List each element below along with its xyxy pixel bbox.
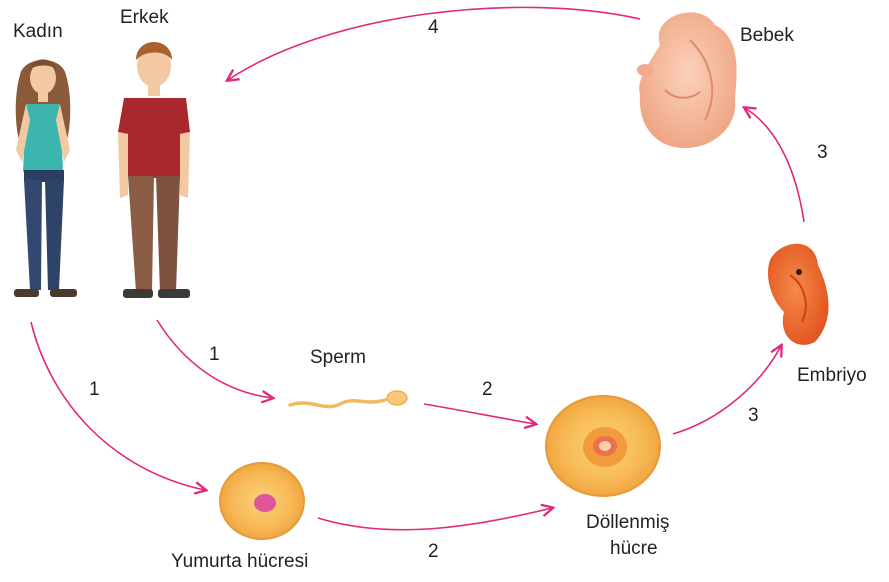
egg-cell-image <box>220 463 304 539</box>
step-number-3-upper: 3 <box>817 142 828 164</box>
label-man: Erkek <box>120 7 169 29</box>
label-egg-cell: Yumurta hücresi <box>171 551 308 573</box>
step-number-1-woman: 1 <box>89 379 100 401</box>
baby-image <box>637 12 737 148</box>
label-fertilized-line2: hücre <box>610 538 658 560</box>
arrow-fertilized-to-embryo <box>673 346 781 434</box>
sperm-image <box>290 391 407 407</box>
step-number-2-egg: 2 <box>428 541 439 563</box>
label-embryo: Embriyo <box>797 365 867 387</box>
step-number-2-sperm: 2 <box>482 379 493 401</box>
step-number-1-man: 1 <box>209 344 220 366</box>
man-figure <box>118 42 190 298</box>
arrow-egg-to-fertilized <box>318 508 552 530</box>
arrow-woman-to-egg <box>31 322 205 490</box>
label-fertilized-line1: Döllenmiş <box>586 512 669 534</box>
arrow-sperm-to-fertilized <box>424 404 535 424</box>
fertilized-cell-image <box>546 396 660 496</box>
label-baby: Bebek <box>740 25 794 47</box>
woman-figure <box>14 60 77 298</box>
label-sperm: Sperm <box>310 347 366 369</box>
label-woman: Kadın <box>13 21 63 43</box>
embryo-image <box>768 244 829 345</box>
step-number-4: 4 <box>428 17 439 39</box>
step-number-3-lower: 3 <box>748 405 759 427</box>
arrow-embryo-to-baby <box>745 108 804 222</box>
